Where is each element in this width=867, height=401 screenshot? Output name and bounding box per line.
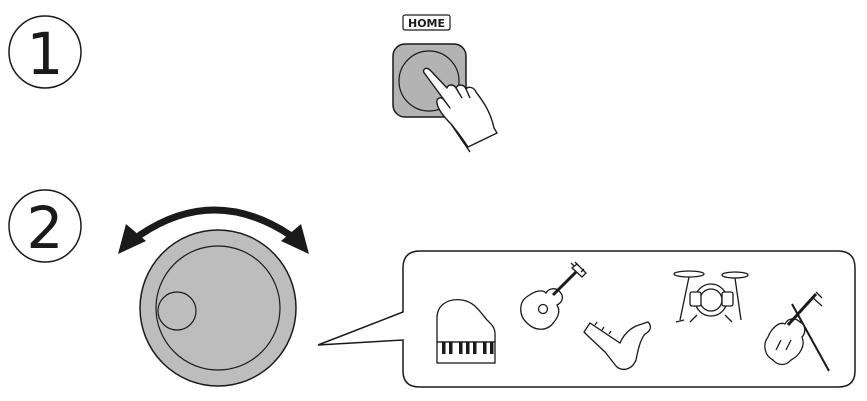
violin-icon <box>764 291 830 372</box>
instrument-callout <box>317 250 856 388</box>
pointing-hand-icon <box>422 67 498 153</box>
guitar-icon <box>520 261 587 330</box>
piano-icon <box>436 299 496 364</box>
step-1-marker: 1 <box>8 15 82 89</box>
step-2-marker: 2 <box>8 189 82 263</box>
rotate-arrow-icon <box>118 206 309 254</box>
home-label-box: HOME <box>402 14 451 31</box>
rotary-dial[interactable] <box>139 229 297 387</box>
step-1-number: 1 <box>27 20 64 88</box>
drum-kit-icon <box>673 270 749 323</box>
step-2-number: 2 <box>27 194 64 262</box>
saxophone-icon <box>583 321 652 371</box>
home-label: HOME <box>408 17 445 30</box>
